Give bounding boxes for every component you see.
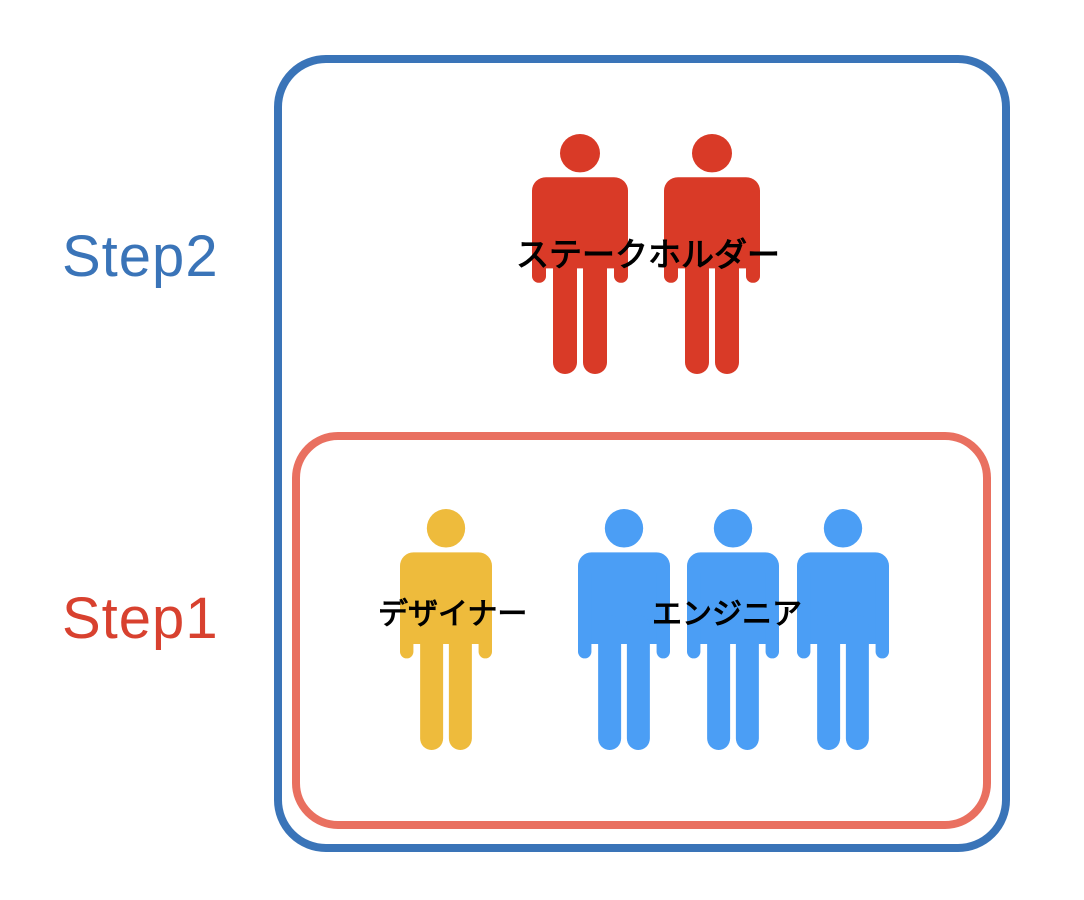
- step1-label: Step1: [62, 586, 219, 651]
- stakeholder-label: ステークホルダー: [516, 235, 780, 274]
- step1-frame: [292, 432, 991, 829]
- step2-label: Step2: [62, 224, 219, 289]
- engineer-label: エンジニア: [652, 597, 802, 632]
- designer-label: デザイナー: [378, 597, 528, 632]
- step2-frame: [274, 55, 1010, 852]
- engineer-figure-icon: [797, 509, 889, 750]
